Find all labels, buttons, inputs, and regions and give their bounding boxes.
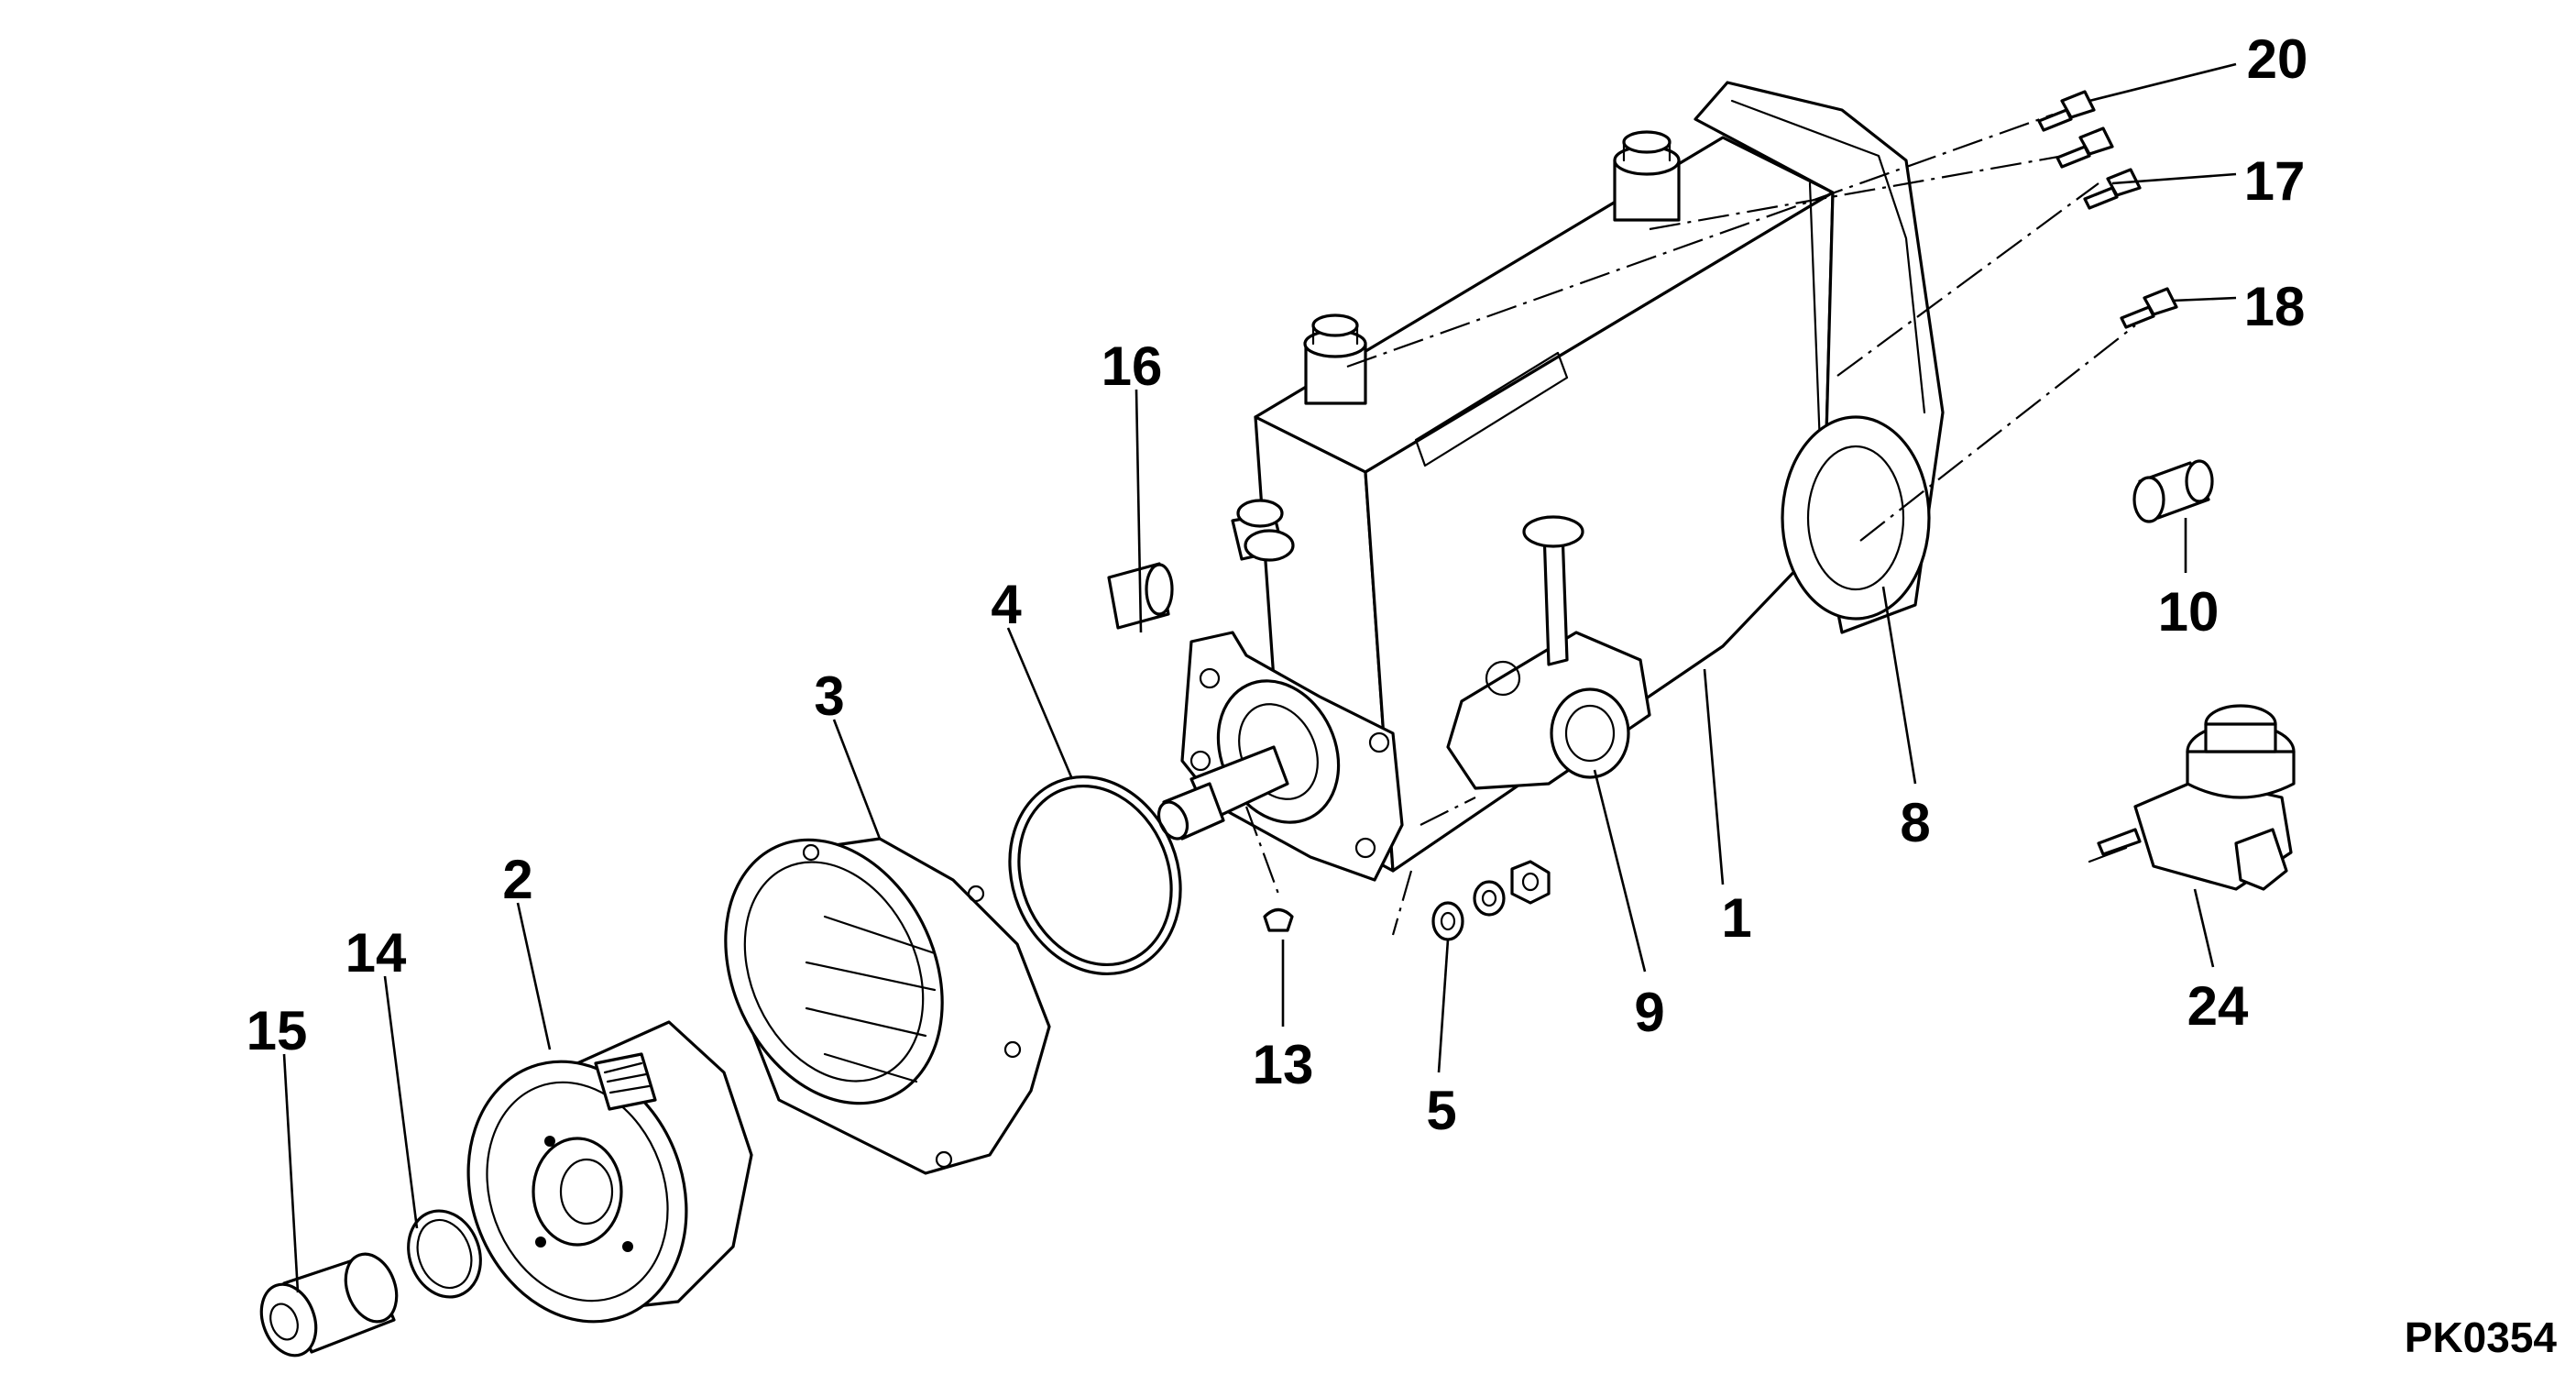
- callout-20: 20: [2247, 28, 2308, 90]
- drive-shaft: [1156, 679, 1341, 841]
- sleeve-10: [2132, 459, 2214, 523]
- callout-8: 8: [1900, 792, 1930, 853]
- assembly-center-lines: [1244, 113, 2136, 936]
- injection-pump-housing: [1156, 81, 1945, 882]
- drive-hub-2: [466, 1020, 753, 1324]
- plug-16: [1107, 562, 1174, 630]
- callout-10: 10: [2158, 581, 2220, 643]
- leader-lines: [282, 62, 2237, 1293]
- snap-ring-14: [407, 1209, 482, 1299]
- drawing-code: PK0354: [2405, 1314, 2558, 1361]
- callout-3: 3: [814, 665, 844, 727]
- callout-24: 24: [2187, 975, 2249, 1037]
- delivery-valve-holders: [1303, 130, 1681, 405]
- bush-15: [259, 1252, 399, 1358]
- callout-2: 2: [502, 849, 532, 910]
- washers-nut-5: [1431, 860, 1551, 941]
- callout-14: 14: [345, 922, 407, 984]
- solenoid-valve-24: [2088, 704, 2296, 891]
- callout-16: 16: [1102, 335, 1163, 397]
- callout-1: 1: [1721, 887, 1751, 949]
- bolts-20-17-18: [2037, 90, 2178, 329]
- callout-4: 4: [991, 574, 1022, 635]
- callout-labels: 1 2 3 4 5 8 9 10 13 14 15 16 17 18 20 24…: [247, 28, 2558, 1361]
- callout-18: 18: [2244, 276, 2306, 337]
- o-ring-4: [1008, 775, 1182, 976]
- callout-5: 5: [1426, 1080, 1456, 1141]
- callout-9: 9: [1634, 982, 1664, 1043]
- callout-13: 13: [1253, 1034, 1314, 1095]
- callout-15: 15: [247, 1000, 308, 1061]
- feed-pump-body: [1446, 515, 1651, 790]
- drive-housing-3: [724, 837, 1051, 1175]
- callout-17: 17: [2244, 150, 2306, 212]
- woodruff-key-13: [1263, 907, 1294, 932]
